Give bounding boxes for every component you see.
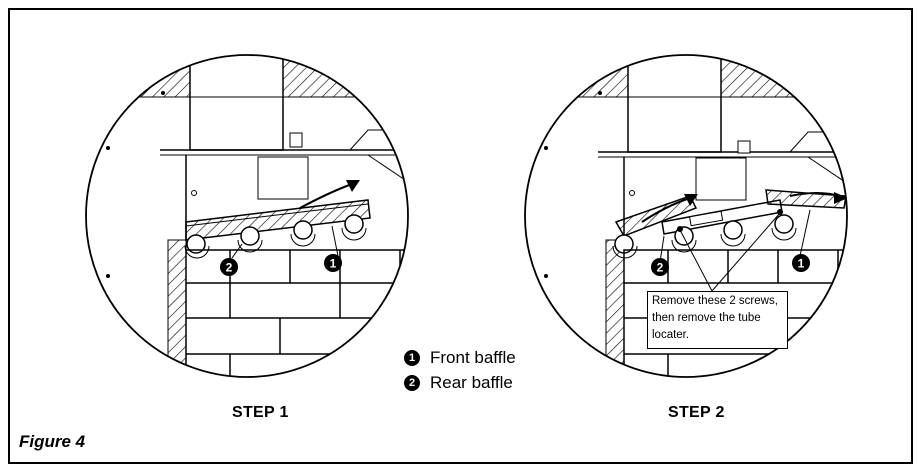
legend-number-1: 1: [404, 350, 420, 366]
step1-illustration: 2 1: [85, 54, 409, 378]
svg-text:1: 1: [798, 257, 805, 271]
step1-label: STEP 1: [232, 404, 289, 421]
legend-front-baffle: 1 Front baffle: [404, 348, 516, 368]
legend-rear-baffle: 2 Rear baffle: [404, 373, 513, 393]
step2-label: STEP 2: [668, 404, 725, 421]
legend-front-baffle-text: Front baffle: [430, 348, 516, 367]
figure-frame: [8, 8, 913, 464]
svg-text:2: 2: [657, 261, 664, 275]
front-baffle-marker-2: 1: [792, 254, 810, 272]
svg-text:1: 1: [330, 257, 337, 271]
svg-text:2: 2: [226, 261, 233, 275]
step2-circle: [524, 54, 848, 378]
front-baffle-marker-1: 1: [324, 254, 342, 272]
legend-rear-baffle-text: Rear baffle: [430, 373, 513, 392]
legend-number-2: 2: [404, 375, 420, 391]
screw-removal-callout: Remove these 2 screws, then remove the t…: [647, 291, 788, 349]
rear-baffle-marker-1: 2: [220, 258, 238, 276]
step1-circle: [85, 54, 409, 378]
rear-baffle-marker-2: 2: [651, 258, 669, 276]
figure-caption: Figure 4: [19, 432, 86, 451]
